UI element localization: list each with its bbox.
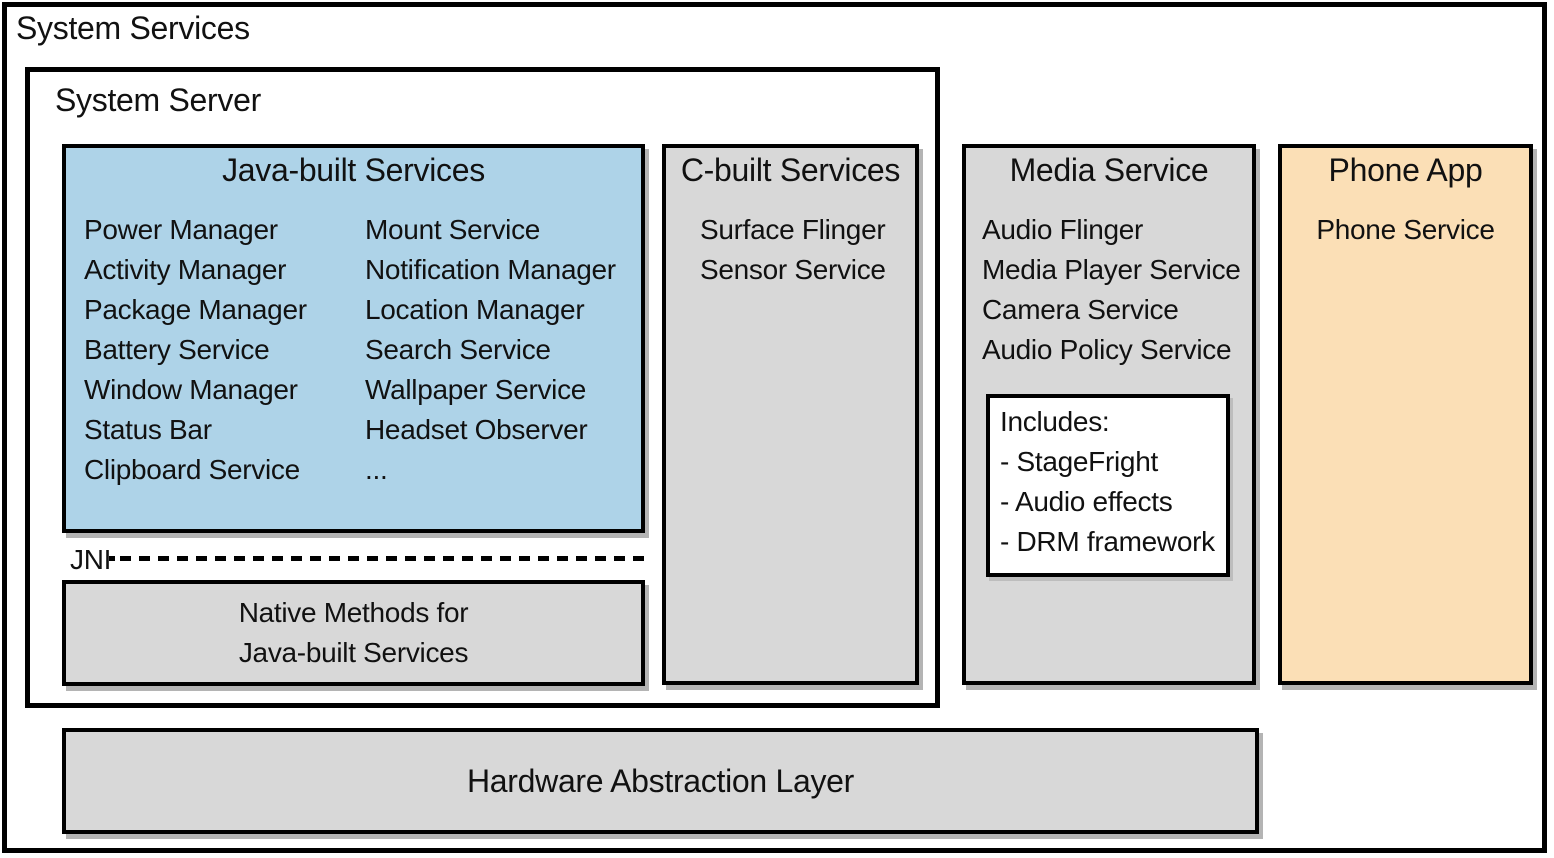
java-built-services-box <box>62 144 645 533</box>
media-service-item: Media Player Service <box>982 254 1241 285</box>
java-service-item: Window Manager <box>84 374 298 405</box>
system-server-title: System Server <box>55 82 261 118</box>
media-service-title: Media Service <box>1009 152 1209 188</box>
media-includes-item: - DRM framework <box>1000 526 1215 557</box>
native-methods-box: Native Methods for Java-built Services <box>62 580 645 686</box>
java-service-item: Power Manager <box>84 214 278 245</box>
c-built-services-box <box>662 144 919 685</box>
hardware-abstraction-layer-title: Hardware Abstraction Layer <box>466 762 855 799</box>
java-service-item: Package Manager <box>84 294 307 325</box>
media-includes-list: - StageFright - Audio effects - DRM framew… <box>1000 442 1215 562</box>
java-service-item: Search Service <box>365 334 551 365</box>
media-service-item: Audio Policy Service <box>982 334 1232 365</box>
system-services-title: System Services <box>16 10 250 46</box>
java-service-item: Notification Manager <box>365 254 616 285</box>
media-includes-title: Includes: <box>1000 406 1110 437</box>
phone-app-list: Phone Service <box>1278 210 1533 250</box>
native-methods-line2: Java-built Services <box>238 637 469 668</box>
java-service-item: ... <box>365 454 388 485</box>
c-built-services-title: C-built Services <box>680 152 901 188</box>
media-service-item: Camera Service <box>982 294 1179 325</box>
media-includes-item: - Audio effects <box>1000 486 1173 517</box>
java-service-item: Status Bar <box>84 414 212 445</box>
jni-label: JNI <box>70 544 112 575</box>
media-includes-item: - StageFright <box>1000 446 1158 477</box>
c-service-item: Surface Flinger <box>700 214 886 245</box>
c-service-item: Sensor Service <box>700 254 886 285</box>
java-service-item: Battery Service <box>84 334 270 365</box>
java-service-item: Mount Service <box>365 214 541 245</box>
phone-service-item: Phone Service <box>1316 214 1495 245</box>
java-service-item: Location Manager <box>365 294 585 325</box>
java-service-item: Clipboard Service <box>84 454 300 485</box>
native-methods-line1: Native Methods for <box>238 597 469 628</box>
phone-app-title: Phone App <box>1328 152 1483 188</box>
hardware-abstraction-layer-box: Hardware Abstraction Layer <box>62 728 1259 834</box>
phone-app-box <box>1278 144 1533 685</box>
java-service-item: Headset Observer <box>365 414 588 445</box>
java-built-services-title: Java-built Services <box>222 152 485 188</box>
media-includes-box <box>986 394 1230 577</box>
java-service-item: Wallpaper Service <box>365 374 587 405</box>
java-service-item: Activity Manager <box>84 254 287 285</box>
media-service-item: Audio Flinger <box>982 214 1144 245</box>
jni-dashed-line <box>109 556 645 561</box>
